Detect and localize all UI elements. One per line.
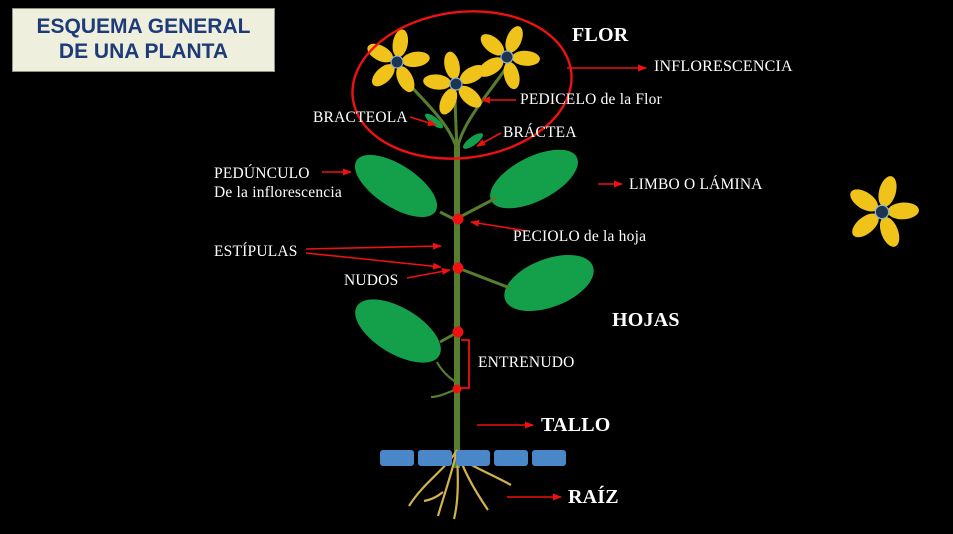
arrow-bractea <box>476 132 502 147</box>
node-dots <box>452 213 464 394</box>
soil-block <box>418 450 452 466</box>
label-peciolo: PECIOLO de la hoja <box>513 228 647 245</box>
leaf <box>504 254 594 312</box>
callout-arrows <box>305 64 647 501</box>
arrow-estipulas-2 <box>305 252 442 270</box>
label-entrenudo: ENTRENUDO <box>478 354 575 371</box>
label-inflorescencia: INFLORESCENCIA <box>654 58 793 75</box>
stipule-sprigs <box>430 361 458 399</box>
node-dot <box>452 262 464 274</box>
label-tallo: TALLO <box>541 414 611 436</box>
soil-block <box>532 450 566 466</box>
soil-block <box>494 450 528 466</box>
label-flor: FLOR <box>572 24 629 46</box>
arrow-peciolo <box>470 219 528 232</box>
entrenudo-bracket <box>461 339 470 389</box>
node-dot <box>452 213 464 225</box>
label-raiz: RAÍZ <box>568 486 619 508</box>
inflorescence-outline <box>351 10 573 160</box>
label-hojas: HOJAS <box>612 309 680 331</box>
arrow-bracteola <box>409 116 437 126</box>
label-bractea: BRÁCTEA <box>503 124 577 141</box>
soil-block <box>456 450 490 466</box>
label-pedunculo: PEDÚNCULO <box>214 165 310 182</box>
flower-icon-standalone <box>835 165 929 257</box>
leaves <box>354 149 594 363</box>
node-dot <box>452 384 462 394</box>
bract-leaf <box>462 133 484 149</box>
page-title: ESQUEMA GENERAL DE UNA PLANTA <box>12 8 275 73</box>
page-title-line2: DE UNA PLANTA <box>58 40 229 64</box>
petioles <box>439 196 511 344</box>
leaf <box>355 299 441 363</box>
label-pedunculo-sub: De la inflorescencia <box>214 184 342 201</box>
leaf <box>354 154 438 218</box>
flower-icon <box>357 23 437 100</box>
label-pedicelo: PEDICELO de la Flor <box>520 91 662 108</box>
soil-block <box>380 450 414 466</box>
label-estipulas: ESTÍPULAS <box>214 243 298 260</box>
label-limbo: LIMBO O LÁMINA <box>629 176 763 193</box>
label-nudos: NUDOS <box>344 272 399 289</box>
page-title-line1: ESQUEMA GENERAL <box>36 15 251 38</box>
soil-blocks <box>380 450 566 466</box>
label-bracteola: BRACTEOLA <box>313 109 408 126</box>
node-dot <box>452 326 464 338</box>
arrow-estipulas-1 <box>305 242 442 250</box>
leaf <box>490 149 578 209</box>
arrow-nudos <box>406 268 451 279</box>
